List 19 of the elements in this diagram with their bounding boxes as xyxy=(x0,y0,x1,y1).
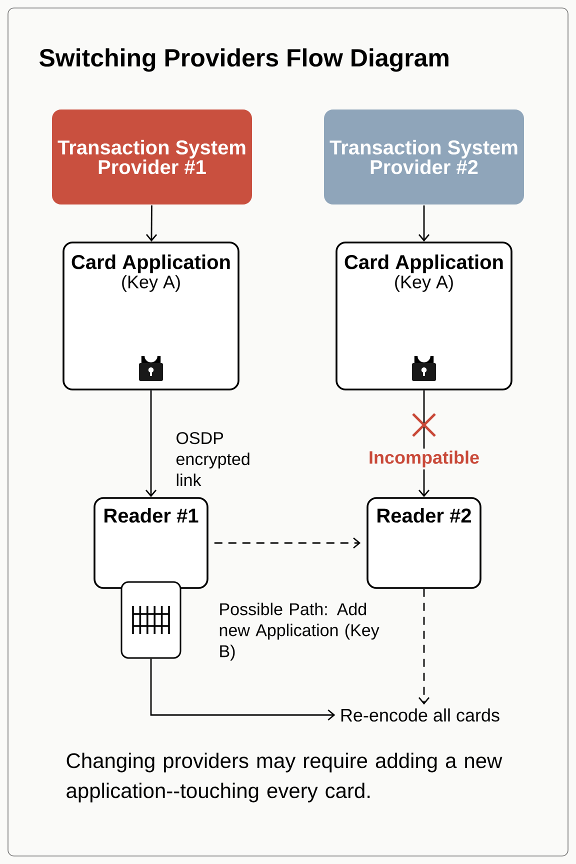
edge-label: Incompatible xyxy=(370,450,479,468)
arrow xyxy=(418,205,430,242)
note-text: Possible Path: Add new Application (Key B) xyxy=(220,602,380,661)
card-application-box: Card Application (Key A) xyxy=(62,242,240,390)
provider-box: Transaction System Provider #1 xyxy=(52,110,252,204)
keypad-box xyxy=(120,581,182,659)
title: Switching Providers Flow Diagram xyxy=(39,48,448,72)
card-application-box: Card Application (Key A) xyxy=(336,242,512,390)
provider-box: Transaction System Provider #2 xyxy=(324,110,524,204)
reader-box: Reader #1 xyxy=(94,497,208,589)
arrow xyxy=(418,588,430,705)
reader-box: Reader #2 xyxy=(366,497,482,589)
edge-label: OSDP encrypted link xyxy=(176,432,250,486)
caption: Changing providers may require adding a new application--touching every card. xyxy=(66,752,502,802)
arrow xyxy=(150,658,336,721)
arrow xyxy=(146,205,158,242)
arrow xyxy=(214,537,361,549)
arrow xyxy=(145,390,157,498)
process-text: Re-encode all cards xyxy=(341,708,500,722)
